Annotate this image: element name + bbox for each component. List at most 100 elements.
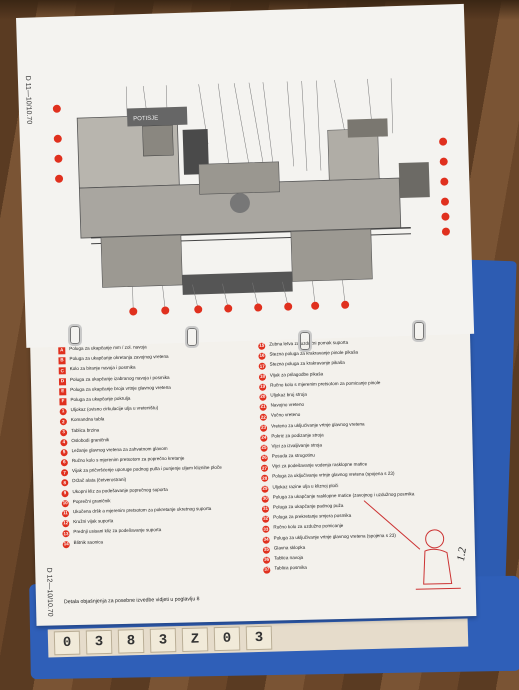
index-tab[interactable]: 3 — [149, 628, 177, 653]
legend-text: Navojno vreteno — [270, 401, 305, 408]
legend-text: Poluga za ukapčanje pokrulja — [70, 395, 131, 403]
legend-marker: 36 — [263, 556, 271, 564]
legend-text: Stezna poluga za krakravanje pikaša — [269, 360, 345, 367]
legend-text: Poluga za uključivanje vrtnje glavnog vr… — [272, 471, 395, 479]
legend-marker: 2 — [59, 418, 67, 426]
legend-text: Vijci za izvaljivanje stroja — [271, 442, 323, 449]
legend-text: Tablica brzina — [71, 426, 100, 433]
binder-rings — [60, 320, 440, 354]
legend-marker: 35 — [262, 546, 270, 554]
legend-text: Uljokaz (ovisno cirkulacije ulja u vrete… — [70, 405, 159, 413]
legend-marker: 25 — [260, 444, 268, 452]
legend-marker: 29 — [261, 485, 269, 493]
legend-text: Uljokaz broj stroja — [270, 391, 307, 398]
legend-marker: 7 — [60, 469, 69, 477]
legend-marker: 1 — [59, 408, 67, 416]
svg-text:POTISJE: POTISJE — [133, 116, 158, 123]
legend-text: Vijak za pričvršćenje uporuge podnog pul… — [71, 464, 222, 474]
upper-side-code: D 11—10/10.70 — [23, 75, 33, 125]
diagram-page: D 11—10/10.70 POTISJE — [16, 3, 475, 348]
legend-text: Vijak za prilagodbe pikaša — [269, 370, 324, 378]
legend-marker: 31 — [261, 505, 270, 513]
legend-text: Vijci za podešavanje vodenja rasklopne m… — [271, 461, 368, 469]
index-tab[interactable]: Z — [181, 627, 209, 652]
legend-marker: 6 — [60, 459, 68, 467]
legend-text: Poluga za prekretanje smjera posmika — [273, 512, 352, 520]
binder-ring — [185, 326, 199, 348]
legend-text: Glavna sklopka — [273, 544, 306, 551]
legend-marker: 34 — [262, 536, 270, 544]
legend-marker: 8 — [61, 479, 69, 487]
legend-text: Ručno kolo za uzdužno pomicanje — [273, 523, 344, 530]
legend-text: Poluga za ukapčanje okretanja zavojnog v… — [69, 354, 169, 362]
legend-marker: B — [58, 357, 66, 365]
legend-marker: 20 — [259, 393, 267, 401]
legend-marker: 28 — [261, 475, 269, 483]
legend-marker: 27 — [260, 464, 269, 473]
legend-text: Držač alata (četverostrani) — [72, 477, 127, 484]
legend-text: Komandna tabla — [70, 416, 105, 423]
legend-marker: 12 — [62, 520, 70, 528]
lathe-diagram: POTISJE — [52, 76, 450, 316]
legend-text: Poluga za ukapčanje izabranog navoja i p… — [69, 374, 170, 382]
legend-marker: 17 — [258, 363, 266, 371]
index-tab[interactable]: 0 — [213, 626, 241, 652]
index-tab[interactable]: 3 — [245, 625, 273, 651]
legend-text: Pokrіć za podizanje stroja — [271, 432, 324, 439]
legend-text: Kolo za biranje navoja i posmika — [69, 364, 136, 372]
binder-ring — [298, 330, 312, 352]
legend-marker: E — [59, 387, 67, 396]
engineer-cartoon-icon — [363, 500, 461, 590]
legend-marker: 14 — [62, 540, 70, 548]
legend-text: Kružni vijak suporta — [73, 518, 114, 525]
legend-text: Tablica posmika — [274, 564, 308, 571]
legend-text: Ručno kolo s mjerenim pretsotom za popre… — [71, 455, 185, 464]
legend-marker: 5 — [60, 449, 68, 457]
binder-ring — [412, 320, 426, 342]
legend-text: Prednji usisani kliz za podešavanje supo… — [73, 527, 162, 535]
legend-text: Oslobodi graničnik — [71, 436, 110, 443]
legend-marker: D — [58, 377, 67, 385]
index-tab[interactable]: 0 — [53, 630, 81, 656]
legend-text: Poluga za ukapčanje padnog puža — [272, 502, 344, 510]
index-tab[interactable]: 3 — [85, 629, 113, 655]
legend-marker: 26 — [260, 454, 268, 462]
legend-marker: 18 — [258, 373, 267, 381]
binder-ring — [68, 324, 82, 346]
legend-marker: 22 — [259, 413, 267, 422]
legend-marker: C — [58, 367, 66, 375]
legend-marker: 11 — [61, 510, 70, 518]
legend-text: Ležanje glavnog vretena za zahvatnom gla… — [71, 445, 168, 453]
brand-plate — [126, 106, 188, 127]
index-tab[interactable]: 8 — [117, 628, 145, 654]
